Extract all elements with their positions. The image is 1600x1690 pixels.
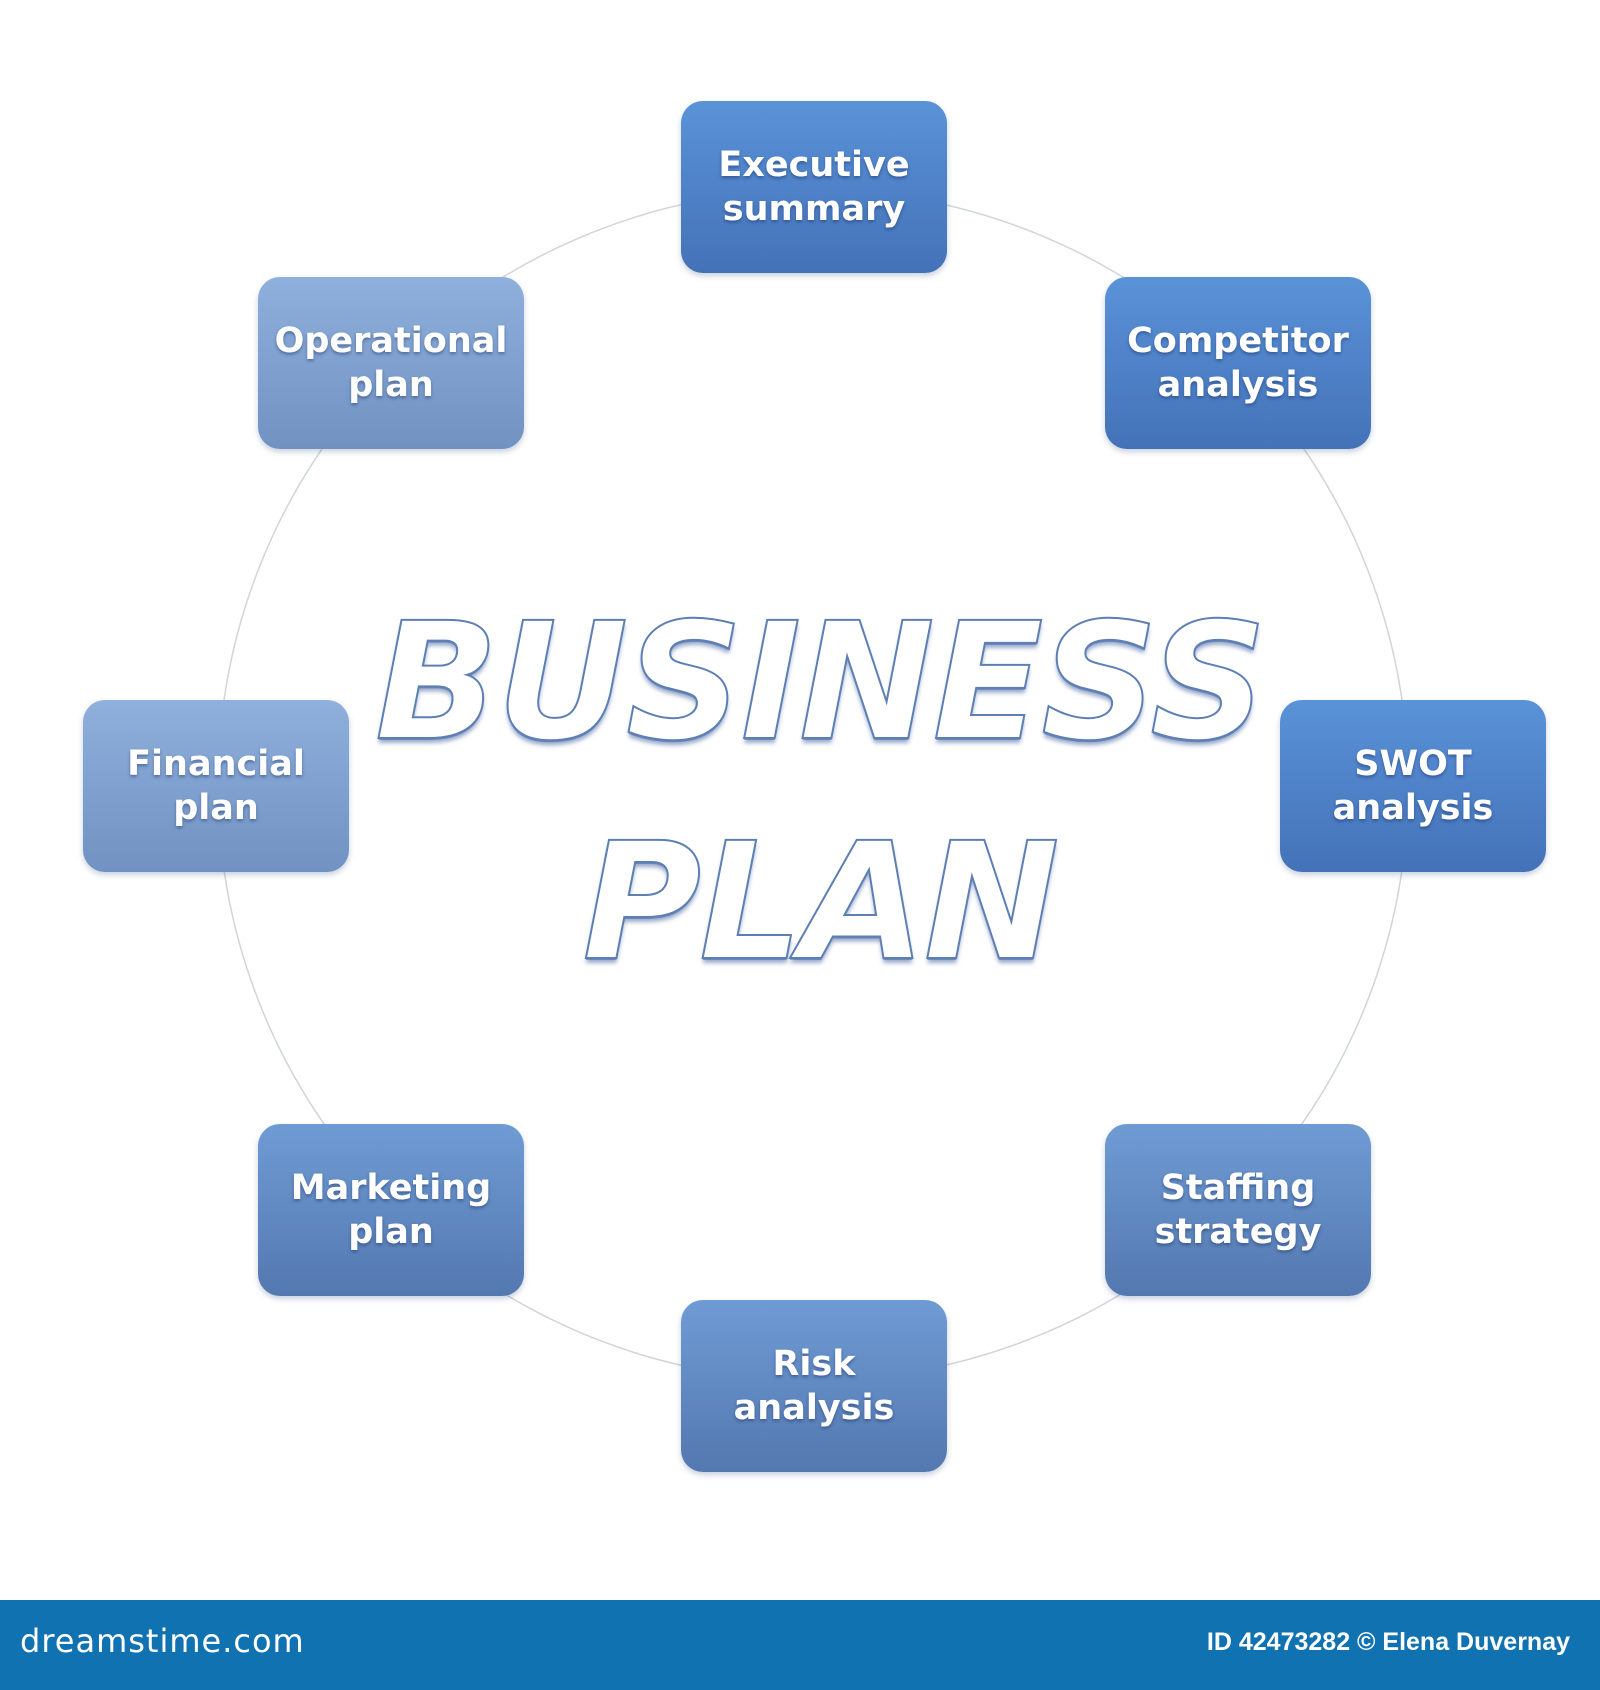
node-marketing-plan: Marketing plan [258, 1124, 524, 1296]
node-swot-analysis: SWOT analysis [1280, 700, 1546, 872]
node-label-line2: analysis [1157, 365, 1319, 405]
title-plan: PLAN [582, 809, 1061, 997]
node-label-line1: Marketing [290, 1168, 492, 1208]
node-operational-plan: Operational plan [258, 277, 524, 449]
node-financial-plan: Financial plan [83, 700, 349, 872]
footer-bar: dreamstime.com ID 42473282 © Elena Duver… [0, 1600, 1600, 1690]
node-label-line2: strategy [1154, 1212, 1322, 1252]
node-executive-summary: Executive summary [681, 101, 947, 273]
node-label-line2: analysis [733, 1388, 895, 1428]
node-label-line1: Executive [718, 145, 910, 185]
brand-logo-text: dreamstime.com [20, 1622, 305, 1660]
node-label-line2: summary [722, 189, 906, 229]
image-credit: ID 42473282 © Elena Duvernay [1206, 1628, 1570, 1656]
node-staffing-strategy: Staffing strategy [1105, 1124, 1371, 1296]
node-label-line2: analysis [1332, 788, 1494, 828]
node-label-line1: SWOT [1354, 744, 1472, 784]
node-label-line2: plan [348, 1212, 434, 1252]
node-label-line1: Financial [127, 744, 305, 784]
node-label-line1: Operational [274, 321, 508, 361]
title-business: BUSINESS [374, 589, 1268, 777]
node-label-line2: plan [173, 788, 259, 828]
node-label-line1: Competitor [1127, 321, 1349, 361]
node-competitor-analysis: Competitor analysis [1105, 277, 1371, 449]
node-risk-analysis: Risk analysis [681, 1300, 947, 1472]
node-label-line1: Risk [772, 1344, 856, 1384]
node-label-line1: Staffing [1160, 1168, 1316, 1208]
node-label-line2: plan [348, 365, 434, 405]
